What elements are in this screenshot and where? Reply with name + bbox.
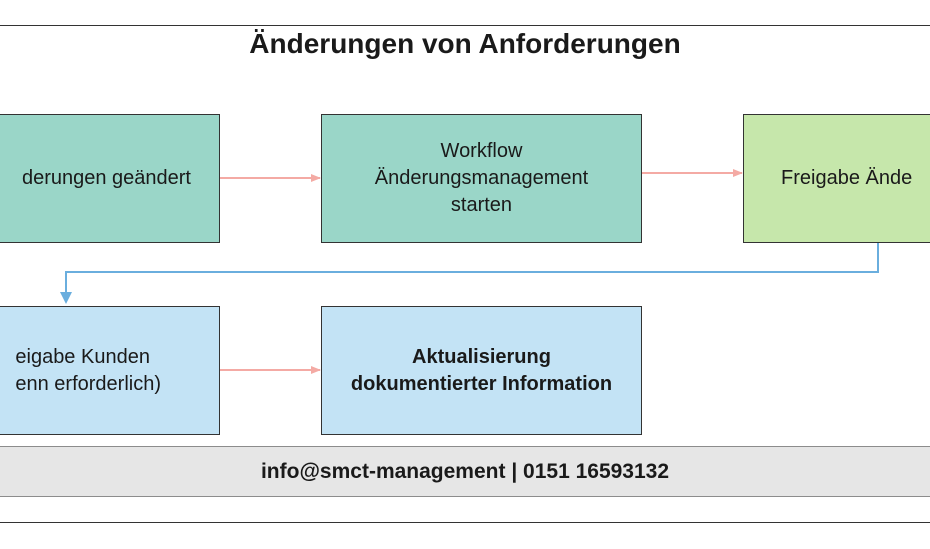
box-customer-release: eigabe Kunden enn erforderlich) xyxy=(0,306,220,435)
diagram-title: Änderungen von Anforderungen xyxy=(249,28,681,59)
contact-footer: info@smct-management | 0151 16593132 xyxy=(0,446,930,497)
arrow-box3-to-box4-head xyxy=(60,292,72,304)
bottom-rule xyxy=(0,522,930,523)
box-start-workflow: Workflow Änderungsmanagement starten xyxy=(321,114,642,243)
box-requirements-changed: derungen geändert xyxy=(0,114,220,243)
box-release-changes: Freigabe Ände xyxy=(743,114,930,243)
top-rule xyxy=(0,25,930,26)
arrow-box3-to-box4 xyxy=(65,243,879,293)
box-update-documented-info: Aktualisierung dokumentierter Informatio… xyxy=(321,306,642,435)
